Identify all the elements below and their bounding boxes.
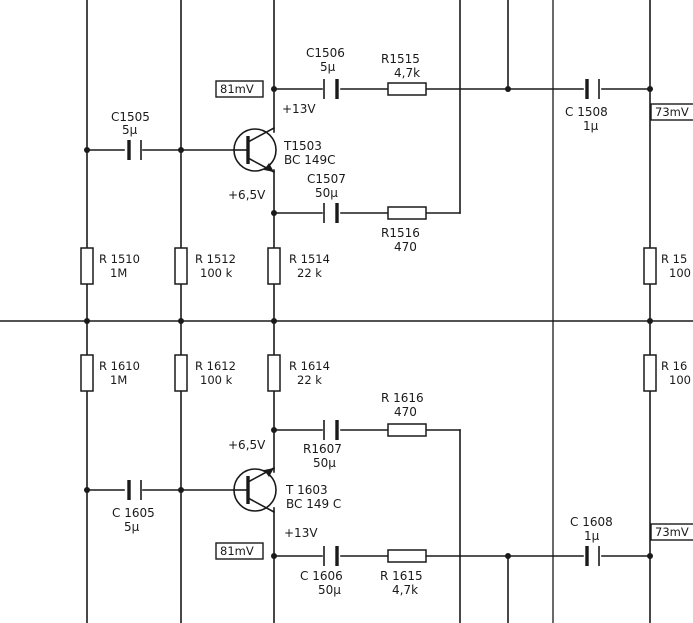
probe-bot-73mv-text: 73mV [655, 525, 689, 539]
label-bot-6v5: +6,5V [228, 438, 266, 452]
resistor-r1515 [387, 82, 427, 96]
capacitor-c1507 [323, 203, 339, 223]
probe-box-bot-73mv: 73mV [650, 523, 693, 541]
label-top-6v5: +6,5V [228, 188, 266, 202]
label-c1608-ref: C 1608 [570, 515, 613, 529]
label-r1616-ref: R 1616 [381, 391, 424, 405]
probe-box-top-73mv: 73mV [650, 103, 693, 121]
resistor-r1514 [267, 247, 281, 285]
label-c1606-ref: C 1606 [300, 569, 343, 583]
label-r1615-bot-ref: R 1615 [380, 569, 423, 583]
label-c1506-val: 5µ [320, 60, 336, 74]
resistor-r1516 [387, 206, 427, 220]
label-c1507-ref: C1507 [307, 172, 346, 186]
label-r1510-val: 1M [110, 266, 127, 280]
label-r1515-val: 4,7k [394, 66, 420, 80]
label-r16-right-ref: R 16 [661, 359, 687, 373]
capacitor-c1605 [127, 480, 142, 500]
label-c1505-val: 5µ [122, 123, 138, 137]
label-t1603-type: BC 149 C [286, 497, 341, 511]
capacitor-c1505 [127, 140, 142, 160]
junction-dots [84, 86, 653, 559]
resistor-r1510 [80, 247, 94, 285]
probe-top-81mv-text: 81mV [220, 82, 254, 96]
label-t1503-type: BC 149C [284, 153, 336, 167]
label-r1510-ref: R 1510 [99, 252, 140, 266]
capacitor-c1606 [323, 546, 339, 566]
capacitor-c1508 [585, 79, 600, 99]
label-c1505-ref: C1505 [111, 110, 150, 124]
label-r1516-ref: R1516 [381, 226, 420, 240]
label-r1610-val: 1M [110, 373, 127, 387]
label-r1515-ref: R1515 [381, 52, 420, 66]
label-c1608-val: 1µ [584, 529, 600, 543]
label-c1605-ref: C 1605 [112, 506, 155, 520]
label-top-13v: +13V [282, 102, 316, 116]
label-bot-13v: +13V [284, 526, 318, 540]
label-r15-right-ref: R 15 [661, 252, 687, 266]
resistor-r1616 [387, 423, 427, 437]
label-r1614-ref: R 1614 [289, 359, 330, 373]
probe-box-bot-81mv: 81mV [215, 542, 264, 560]
capacitor-c1506 [323, 79, 339, 99]
resistor-r1615-bottom [387, 549, 427, 563]
resistor-r1612 [174, 354, 188, 392]
label-r1610-ref: R 1610 [99, 359, 140, 373]
label-r1616-val: 470 [394, 405, 417, 419]
label-r1612-ref: R 1612 [195, 359, 236, 373]
capacitor-c1608 [585, 546, 600, 566]
label-c1508-ref: C 1508 [565, 105, 608, 119]
label-r1514-ref: R 1514 [289, 252, 330, 266]
transistor-t1603 [233, 466, 277, 514]
probe-box-top-81mv: 81mV [215, 80, 264, 98]
label-r15-right-val: 100 [669, 266, 691, 280]
probe-top-73mv-text: 73mV [655, 105, 689, 119]
resistor-r1512 [174, 247, 188, 285]
resistor-r15-right [643, 247, 657, 285]
probe-bot-81mv-text: 81mV [220, 544, 254, 558]
resistor-r16-right [643, 354, 657, 392]
label-r1607-val: 50µ [313, 456, 336, 470]
label-c1606-val: 50µ [318, 583, 341, 597]
label-r16-right-val: 100 [669, 373, 691, 387]
transistor-t1503 [233, 126, 277, 174]
label-c1506-ref: C1506 [306, 46, 345, 60]
label-r1512-ref: R 1512 [195, 252, 236, 266]
resistor-r1610 [80, 354, 94, 392]
label-t1603-ref: T 1603 [285, 483, 328, 497]
label-r1512-val: 100 k [200, 266, 233, 280]
resistor-r1614 [267, 354, 281, 392]
label-c1507-val: 50µ [315, 186, 338, 200]
label-c1508-val: 1µ [583, 119, 599, 133]
label-r1614-val: 22 k [297, 373, 322, 387]
label-r1516-val: 470 [394, 240, 417, 254]
label-r1615-bot-val: 4,7k [392, 583, 418, 597]
capacitor-r1607 [323, 420, 339, 440]
label-c1605-val: 5µ [124, 520, 140, 534]
label-r1607-ref: R1607 [303, 442, 342, 456]
label-r1514-val: 22 k [297, 266, 322, 280]
label-r1612-val: 100 k [200, 373, 233, 387]
label-t1503-ref: T1503 [283, 139, 322, 153]
